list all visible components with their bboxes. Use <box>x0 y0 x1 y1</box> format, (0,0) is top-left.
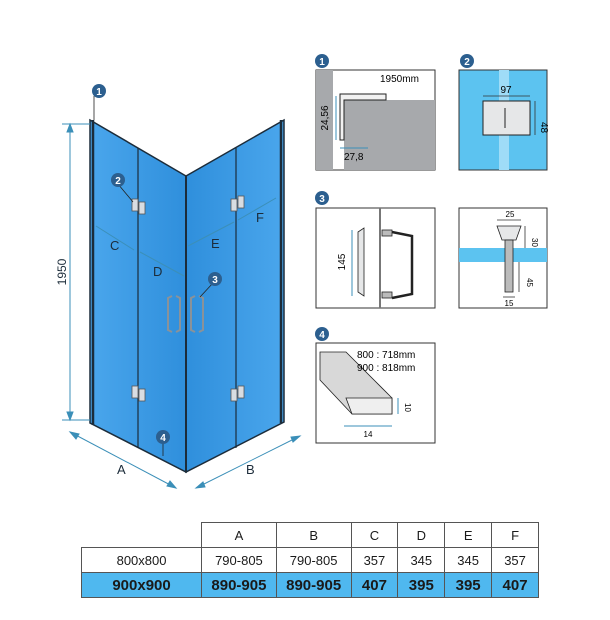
detail-2-height-dim: 48 <box>538 122 549 134</box>
detail-4-panel: 4 800 : 718mm 900 : 818mm 10 14 <box>315 327 436 444</box>
detail-bracket-bottom-dim: 15 <box>505 299 514 308</box>
table-header-row: A B C D E F <box>81 522 539 548</box>
table-header-cell: E <box>444 522 493 548</box>
table-cell: 407 <box>491 572 539 598</box>
door-handle-icon <box>167 295 204 333</box>
callout-4-icon <box>156 430 170 444</box>
detail-1-vertical-dim: 24,56 <box>320 105 331 130</box>
dim-d-label: D <box>153 264 162 279</box>
callout-1-icon <box>92 84 106 98</box>
table-header-cell: A <box>201 522 277 548</box>
table-cell: 345 <box>444 547 493 573</box>
detail-1-height-label: 1950mm <box>380 74 419 85</box>
dim-b-label: B <box>246 462 255 477</box>
table-size-cell: 800x800 <box>80 547 203 573</box>
svg-text:4: 4 <box>160 433 166 444</box>
detail-bracket-mid-dim: 45 <box>525 278 534 287</box>
svg-text:1: 1 <box>96 87 102 98</box>
detail-4-width-dim: 14 <box>364 430 373 439</box>
table-row-highlighted: 900x900 890-905 890-905 407 395 395 407 <box>80 572 539 598</box>
dim-f-label: F <box>256 210 264 225</box>
table-cell: 395 <box>444 572 493 598</box>
svg-text:2: 2 <box>464 57 470 68</box>
table-cell: 357 <box>491 547 539 573</box>
shower-enclosure-diagram: 1950 C D E F A B 1 2 3 4 1 1950mm 24,56 … <box>55 54 549 489</box>
detail-4-size-line-2: 900 : 818mm <box>357 363 415 374</box>
detail-4-size-line-1: 800 : 718mm <box>357 350 415 361</box>
dimensions-table: A B C D E F 800x800 790-805 790-805 357 … <box>80 522 539 598</box>
table-cell: 890-905 <box>201 572 277 598</box>
detail-bracket-top-dim: 25 <box>506 210 515 219</box>
detail-1-panel: 1 1950mm 24,56 27,8 <box>315 54 436 171</box>
table-header-cell: B <box>275 522 352 548</box>
svg-text:4: 4 <box>319 330 325 341</box>
svg-text:2: 2 <box>115 176 121 187</box>
callout-3-icon <box>208 272 222 286</box>
hinge-icon <box>131 195 245 402</box>
detail-3-panel: 3 145 <box>315 191 436 309</box>
table-cell: 407 <box>350 572 399 598</box>
table-cell: 790-805 <box>275 547 352 573</box>
svg-text:3: 3 <box>319 194 325 205</box>
detail-4-height-dim: 10 <box>403 403 412 412</box>
table-cell: 890-905 <box>275 572 352 598</box>
detail-3-height-dim: 145 <box>337 253 348 270</box>
table-cell: 345 <box>397 547 446 573</box>
detail-bracket-panel: 25 30 45 15 <box>458 207 548 309</box>
table-row: 800x800 790-805 790-805 357 345 345 357 <box>80 547 539 573</box>
table-cell: 395 <box>397 572 446 598</box>
table-header-cell: D <box>397 522 446 548</box>
detail-bracket-right-dim: 30 <box>530 238 539 247</box>
callout-2-icon <box>111 173 125 187</box>
detail-1-horizontal-dim: 27,8 <box>344 152 364 163</box>
svg-text:3: 3 <box>212 275 218 286</box>
dim-c-label: C <box>110 238 119 253</box>
table-header-cell: C <box>350 522 399 548</box>
svg-text:1: 1 <box>319 57 325 68</box>
dim-a-label: A <box>117 462 126 477</box>
dim-e-label: E <box>211 236 220 251</box>
dim-height-label: 1950 <box>55 258 69 285</box>
table-header-cell: F <box>491 522 539 548</box>
table-cell: 790-805 <box>201 547 277 573</box>
detail-2-panel: 2 97 48 <box>458 54 549 171</box>
table-cell: 357 <box>350 547 399 573</box>
table-size-cell: 900x900 <box>80 572 203 598</box>
detail-2-width-dim: 97 <box>500 85 512 96</box>
